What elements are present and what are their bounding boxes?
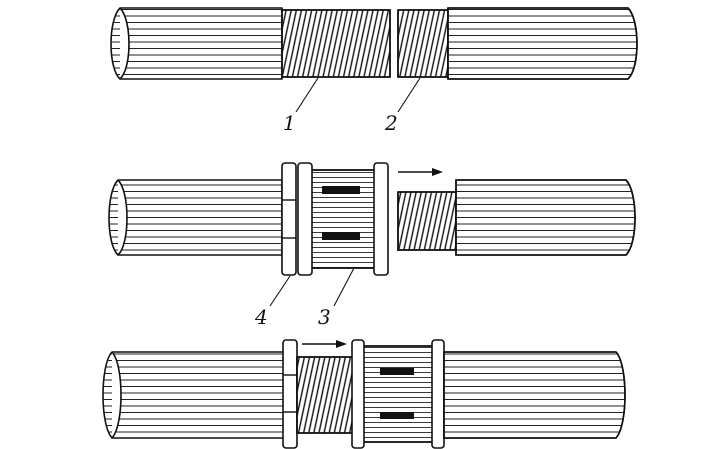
row-2-coupling-engaged: 4 3 xyxy=(108,162,636,329)
sleeve-slot-bottom xyxy=(322,232,360,240)
left-pipe-row-3 xyxy=(102,351,285,439)
leader-line-2 xyxy=(397,77,421,113)
lock-nut-row-3 xyxy=(282,339,298,449)
lock-nut-4 xyxy=(281,162,297,276)
threaded-section-row-3 xyxy=(296,356,356,434)
row-1-separate-pipes: 1 2 xyxy=(110,7,638,135)
left-pipe-row-2 xyxy=(108,179,283,256)
sleeve-slot-top-row-3 xyxy=(380,368,414,375)
callout-3: 3 xyxy=(318,305,331,329)
threaded-end-2 xyxy=(397,9,449,78)
right-pipe-row-1 xyxy=(447,7,638,80)
coupling-sleeve-3 xyxy=(297,162,389,276)
callout-1: 1 xyxy=(283,111,296,135)
callout-2: 2 xyxy=(384,111,398,135)
threaded-end-row-2 xyxy=(397,191,457,251)
direction-arrow-icon xyxy=(302,340,347,348)
row-3-coupling-joined xyxy=(102,339,626,449)
leader-line-1 xyxy=(295,77,319,113)
coupling-sleeve-row-3 xyxy=(351,339,445,449)
sleeve-slot-bottom-row-3 xyxy=(380,412,414,419)
threaded-end-1 xyxy=(281,9,391,78)
leader-line-4 xyxy=(269,275,291,307)
direction-arrow-icon xyxy=(398,168,443,176)
right-pipe-row-2 xyxy=(455,179,636,256)
sleeve-slot-top xyxy=(322,186,360,194)
callout-4: 4 xyxy=(254,305,268,329)
leader-line-3 xyxy=(333,267,355,307)
right-pipe-row-3 xyxy=(443,351,626,439)
left-pipe-row-1 xyxy=(110,7,283,80)
